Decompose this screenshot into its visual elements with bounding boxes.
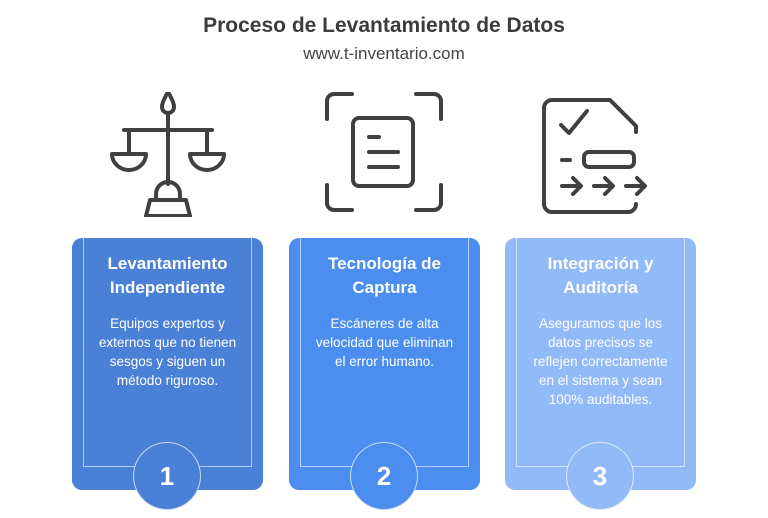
step-number: 2 — [350, 442, 418, 510]
step-number: 3 — [566, 442, 634, 510]
step-number: 1 — [133, 442, 201, 510]
document-scan-icon — [325, 92, 443, 212]
step-title: Integración y Auditoría — [547, 254, 654, 297]
step-card-1: Levantamiento Independiente Equipos expe… — [72, 238, 263, 510]
balance-scale-icon — [110, 92, 226, 217]
step-description: Equipos expertos y externos que no tiene… — [98, 316, 237, 388]
step-card-2: Tecnología de Captura Escáneres de alta … — [289, 238, 480, 510]
page-subtitle: www.t-inventario.com — [303, 44, 465, 63]
step-title: Tecnología de Captura — [327, 254, 442, 297]
step-title: Levantamiento Independiente — [107, 254, 228, 297]
step-card-3: Integración y Auditoría Aseguramos que l… — [505, 238, 696, 510]
checklist-file-icon — [542, 98, 647, 214]
step-description: Escáneres de alta velocidad que eliminan… — [315, 316, 454, 369]
page-title: Proceso de Levantamiento de Datos — [203, 14, 565, 37]
step-description: Aseguramos que los datos precisos se ref… — [533, 316, 668, 407]
